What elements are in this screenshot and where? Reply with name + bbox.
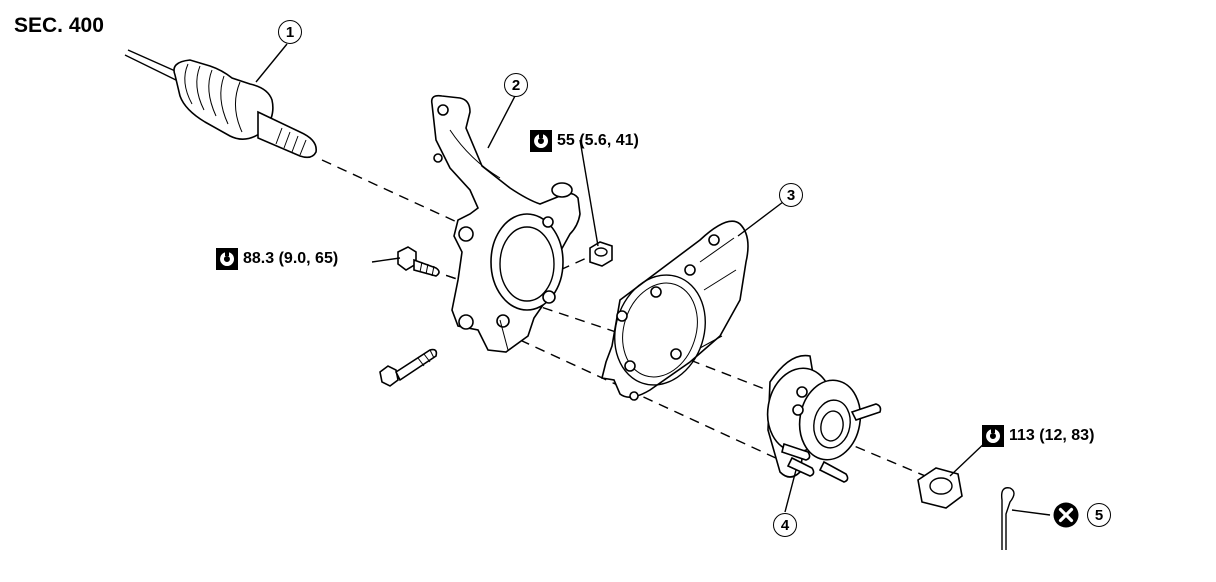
- torque-spec-wheel-nut: 113 (12, 83): [982, 425, 1094, 447]
- steering-knuckle: [430, 94, 581, 353]
- torque-wrench-icon: [216, 248, 238, 270]
- callout-3: 3: [779, 183, 803, 207]
- knuckle-nut: [589, 241, 613, 267]
- torque-wrench-icon: [530, 130, 552, 152]
- callout-1: 1: [278, 20, 302, 44]
- torque-value: 88.3 (9.0, 65): [243, 250, 339, 267]
- torque-value: 113 (12, 83): [1009, 427, 1095, 444]
- drive-shaft: [124, 49, 317, 159]
- torque-value: 55 (5.6, 41): [557, 132, 639, 149]
- do-not-reuse-icon: [1053, 502, 1079, 528]
- callout-5: 5: [1087, 503, 1111, 527]
- splash-guard: [601, 220, 749, 401]
- section-label: SEC. 400: [14, 14, 104, 37]
- torque-spec-knuckle-nut: 55 (5.6, 41): [530, 130, 639, 152]
- torque-wrench-icon: [982, 425, 1004, 447]
- torque-spec-knuckle-bolt: 88.3 (9.0, 65): [216, 248, 338, 270]
- callout-2: 2: [504, 73, 528, 97]
- callout-4: 4: [773, 513, 797, 537]
- cotter-pin: [1000, 487, 1015, 550]
- hub-lock-nut: [917, 467, 963, 509]
- knuckle-bolt-upper: [397, 246, 440, 277]
- knuckle-bolt-lower: [379, 348, 438, 387]
- wheel-hub: [766, 354, 882, 483]
